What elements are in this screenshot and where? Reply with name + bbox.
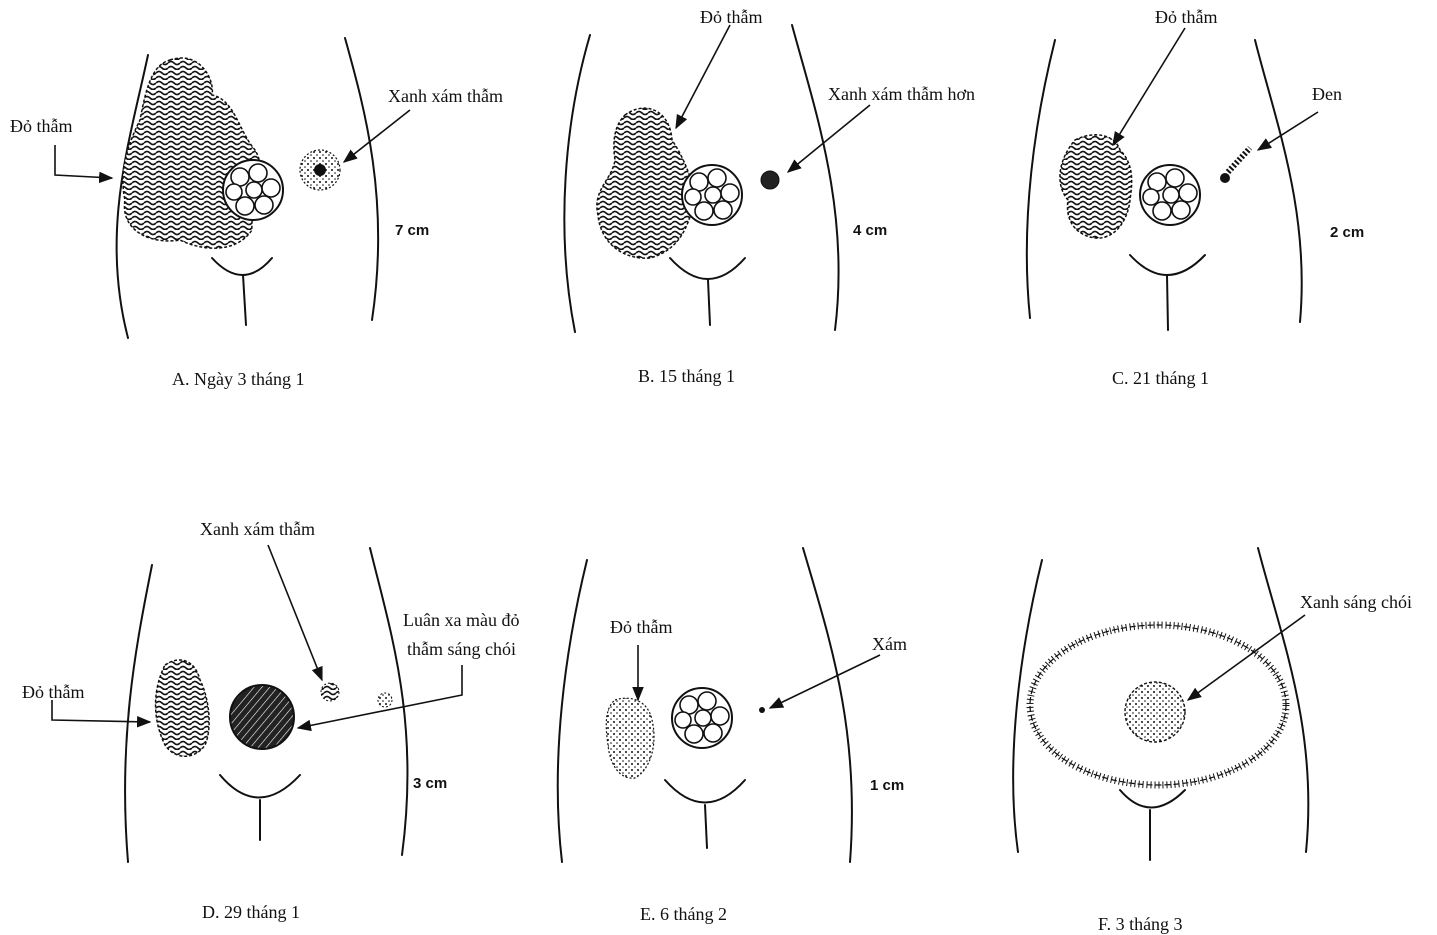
caption: C. 21 tháng 1 — [1112, 368, 1209, 388]
label-black: Đen — [1312, 84, 1342, 104]
caption: D. 29 tháng 1 — [202, 902, 300, 922]
small-spot — [378, 693, 392, 707]
darker-gray-blue-spot — [761, 171, 779, 189]
gray-blue-spot — [321, 683, 339, 701]
bright-blue-chakra — [1125, 682, 1185, 742]
caption: E. 6 tháng 2 — [640, 904, 727, 924]
size-label: 2 cm — [1330, 224, 1364, 241]
label-bright-blue: Xanh sáng chói — [1300, 592, 1412, 612]
caption: F. 3 tháng 3 — [1098, 914, 1183, 934]
size-label: 4 cm — [853, 222, 887, 239]
caption: B. 15 tháng 1 — [638, 366, 735, 386]
dark-red-aura — [597, 108, 695, 258]
label-darker-gray-blue: Xanh xám thẫm hơn — [828, 84, 975, 104]
label-dark-red: Đỏ thẫm — [1155, 7, 1218, 27]
label-chakra-line2: thẫm sáng chói — [407, 639, 516, 659]
panel-d: Xanh xám thẫm Luân xa màu đỏ thẫm sáng c… — [22, 519, 519, 922]
dark-red-aura-faint — [606, 698, 654, 778]
dark-red-aura-large — [123, 58, 261, 248]
panel-f: Xanh sáng chói F. 3 tháng 3 — [1013, 548, 1412, 934]
size-label: 3 cm — [413, 775, 447, 792]
label-dark-red: Đỏ thẫm — [610, 617, 673, 637]
black-spot — [1220, 173, 1230, 183]
label-dark-red: Đỏ thẫm — [10, 116, 73, 136]
size-label: 7 cm — [395, 222, 429, 239]
panel-e: Đỏ thẫm Xám 1 cm E. 6 tháng 2 — [558, 548, 907, 924]
panel-a: Đỏ thẫm Xanh xám thẫm 7 cm A. Ngày 3 thá… — [10, 38, 503, 389]
dark-red-aura — [1060, 135, 1132, 238]
chakra-flower — [1140, 165, 1200, 225]
label-dark-red: Đỏ thẫm — [700, 7, 763, 27]
size-label: 1 cm — [870, 777, 904, 794]
panel-c: Đỏ thẫm Đen 2 cm C. 21 tháng 1 — [1027, 7, 1364, 388]
dark-red-aura — [156, 660, 210, 756]
label-chakra-line1: Luân xa màu đỏ — [403, 610, 519, 630]
label-gray: Xám — [872, 634, 907, 654]
gray-spot — [759, 707, 765, 713]
caption: A. Ngày 3 tháng 1 — [172, 369, 304, 389]
bright-dark-red-chakra — [230, 685, 294, 749]
panel-b: Đỏ thẫm Xanh xám thẫm hơn 4 cm B. 15 thá… — [564, 7, 975, 386]
chakra-flower — [672, 688, 732, 748]
chakra-flower — [682, 165, 742, 225]
label-gray-blue: Xanh xám thẫm — [388, 86, 503, 106]
chakra-flower — [223, 160, 283, 220]
label-dark-red: Đỏ thẫm — [22, 682, 85, 702]
label-gray-blue: Xanh xám thẫm — [200, 519, 315, 539]
